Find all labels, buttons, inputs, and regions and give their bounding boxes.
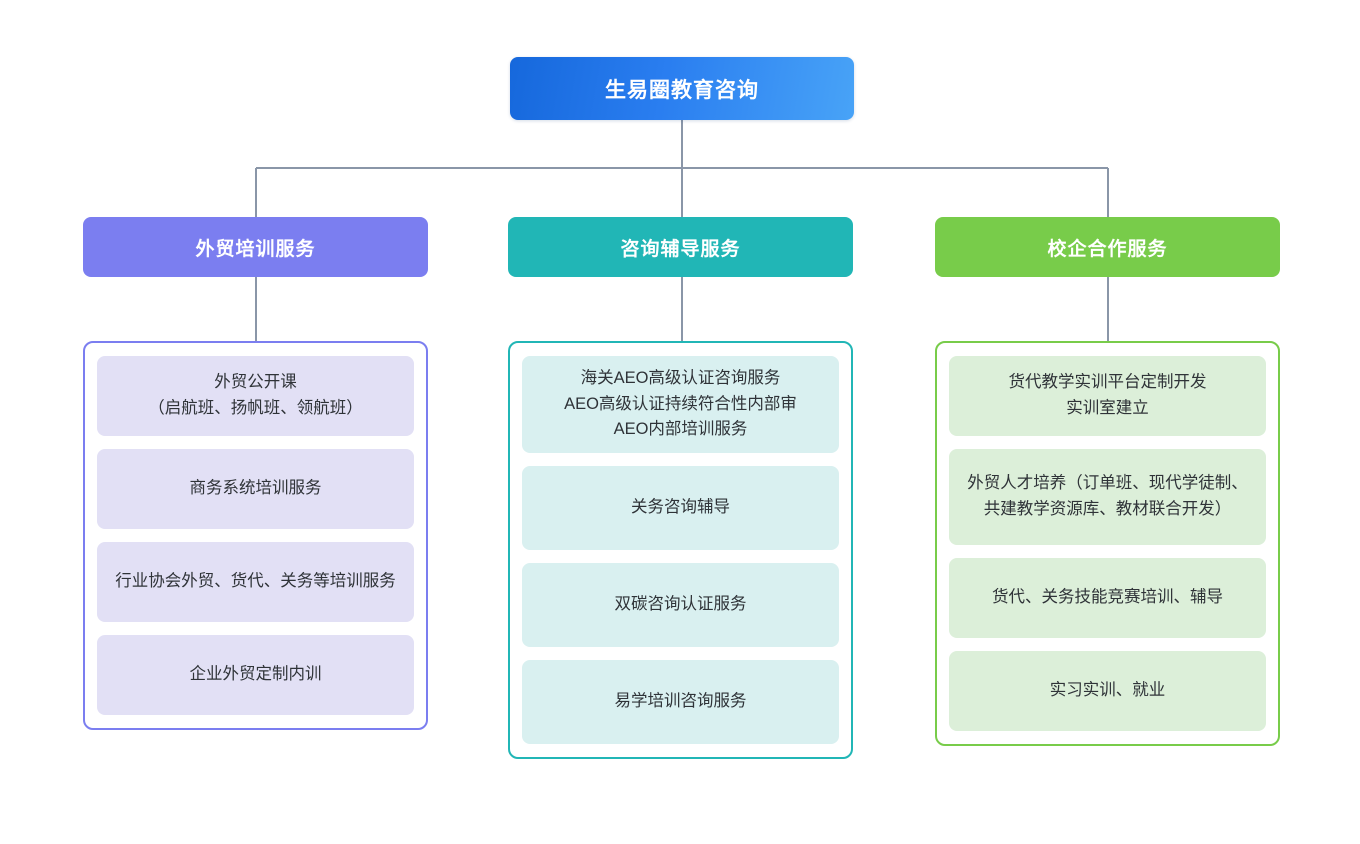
service-card[interactable]: 关务咨询辅导 [522, 465, 839, 550]
category-header-label: 咨询辅导服务 [620, 238, 741, 260]
service-card-label: 货代教学实训平台定制开发 实训室建立 [1008, 373, 1207, 417]
service-card[interactable]: 货代教学实训平台定制开发 实训室建立 [949, 356, 1266, 436]
service-card[interactable]: 外贸公开课 （启航班、扬帆班、领航班） [97, 356, 414, 436]
service-card-label: 企业外贸定制内训 [189, 665, 322, 684]
root-node[interactable]: 生易圈教育咨询 [510, 57, 854, 120]
service-card[interactable]: 易学培训咨询服务 [522, 659, 839, 744]
branch-column-consulting-tutoring: 咨询辅导服务 海关AEO高级认证咨询服务 AEO高级认证持续符合性内部审 AEO… [508, 217, 853, 759]
category-body-foreign-trade-training: 外贸公开课 （启航班、扬帆班、领航班） 商务系统培训服务 行业协会外贸、货代、关… [83, 341, 428, 730]
service-card-label: 关务咨询辅导 [631, 497, 730, 516]
service-card[interactable]: 货代、关务技能竞赛培训、辅导 [949, 558, 1266, 638]
service-card-label: 商务系统培训服务 [189, 479, 322, 498]
branch-column-school-enterprise-cooperation: 校企合作服务 货代教学实训平台定制开发 实训室建立 外贸人才培养（订单班、现代学… [935, 217, 1280, 746]
service-card[interactable]: 海关AEO高级认证咨询服务 AEO高级认证持续符合性内部审 AEO内部培训服务 [522, 356, 839, 453]
service-card[interactable]: 实习实训、就业 [949, 651, 1266, 731]
service-card[interactable]: 外贸人才培养（订单班、现代学徒制、共建教学资源库、教材联合开发） [949, 449, 1266, 545]
category-header-label: 校企合作服务 [1047, 238, 1168, 260]
branch-column-foreign-trade-training: 外贸培训服务 外贸公开课 （启航班、扬帆班、领航班） 商务系统培训服务 行业协会… [83, 217, 428, 730]
service-card-label: 货代、关务技能竞赛培训、辅导 [992, 588, 1223, 607]
service-card-label: 外贸人才培养（订单班、现代学徒制、共建教学资源库、教材联合开发） [967, 474, 1248, 518]
category-body-consulting-tutoring: 海关AEO高级认证咨询服务 AEO高级认证持续符合性内部审 AEO内部培训服务 … [508, 341, 853, 759]
service-card[interactable]: 企业外贸定制内训 [97, 635, 414, 715]
category-body-school-enterprise-cooperation: 货代教学实训平台定制开发 实训室建立 外贸人才培养（订单班、现代学徒制、共建教学… [935, 341, 1280, 746]
service-card-label: 双碳咨询认证服务 [614, 594, 747, 613]
category-header-label: 外贸培训服务 [195, 238, 316, 260]
category-header-foreign-trade-training[interactable]: 外贸培训服务 [83, 217, 428, 277]
service-card-label: 易学培训咨询服务 [614, 691, 747, 710]
service-card[interactable]: 双碳咨询认证服务 [522, 562, 839, 647]
service-card[interactable]: 商务系统培训服务 [97, 449, 414, 529]
service-card-label: 海关AEO高级认证咨询服务 AEO高级认证持续符合性内部审 AEO内部培训服务 [564, 369, 797, 439]
service-card-label: 实习实训、就业 [1049, 681, 1166, 700]
service-card-label: 外贸公开课 （启航班、扬帆班、领航班） [148, 373, 363, 417]
root-node-label: 生易圈教育咨询 [605, 78, 759, 102]
service-card[interactable]: 行业协会外贸、货代、关务等培训服务 [97, 542, 414, 622]
service-card-label: 行业协会外贸、货代、关务等培训服务 [115, 572, 396, 591]
category-header-consulting-tutoring[interactable]: 咨询辅导服务 [508, 217, 853, 277]
category-header-school-enterprise-cooperation[interactable]: 校企合作服务 [935, 217, 1280, 277]
